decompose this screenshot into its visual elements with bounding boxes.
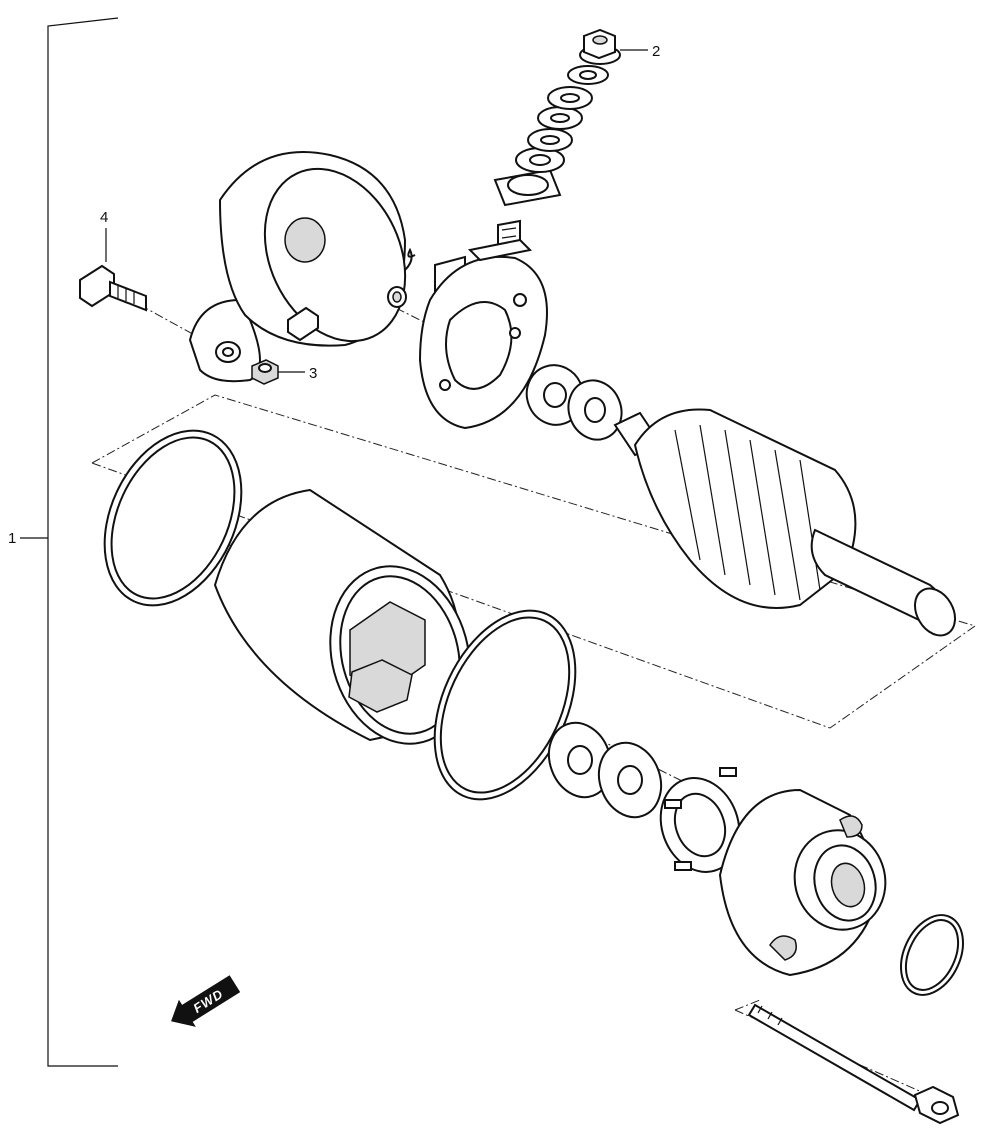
callout-4: 4 xyxy=(100,209,108,226)
terminal-stud xyxy=(467,65,609,262)
brush-holder-plate xyxy=(418,255,548,430)
yoke-housing xyxy=(213,488,471,745)
flange-bolt-4 xyxy=(79,264,147,312)
o-ring-left xyxy=(103,429,243,607)
callout-2: 2 xyxy=(652,43,660,60)
thrust-washers-upper xyxy=(525,364,623,441)
thrust-washers-lower xyxy=(547,721,663,819)
brush-spring xyxy=(387,247,416,308)
armature xyxy=(613,408,956,637)
callout-leaders xyxy=(105,49,648,373)
o-ring-small xyxy=(900,914,964,996)
forward-direction-indicator: FWD xyxy=(171,975,241,1027)
callout-3: 3 xyxy=(309,365,317,382)
nut-3 xyxy=(251,359,279,385)
rear-cover xyxy=(188,151,407,383)
assembly-bracket xyxy=(20,17,119,1067)
flange-nut-2 xyxy=(579,28,621,65)
lock-washer xyxy=(659,767,741,873)
alignment-frame-upper xyxy=(90,394,977,729)
arrow-icon xyxy=(171,975,241,1027)
through-bolt xyxy=(747,1003,960,1125)
callout-1: 1 xyxy=(8,530,16,547)
front-cover xyxy=(718,788,887,977)
o-ring-middle xyxy=(433,609,577,801)
